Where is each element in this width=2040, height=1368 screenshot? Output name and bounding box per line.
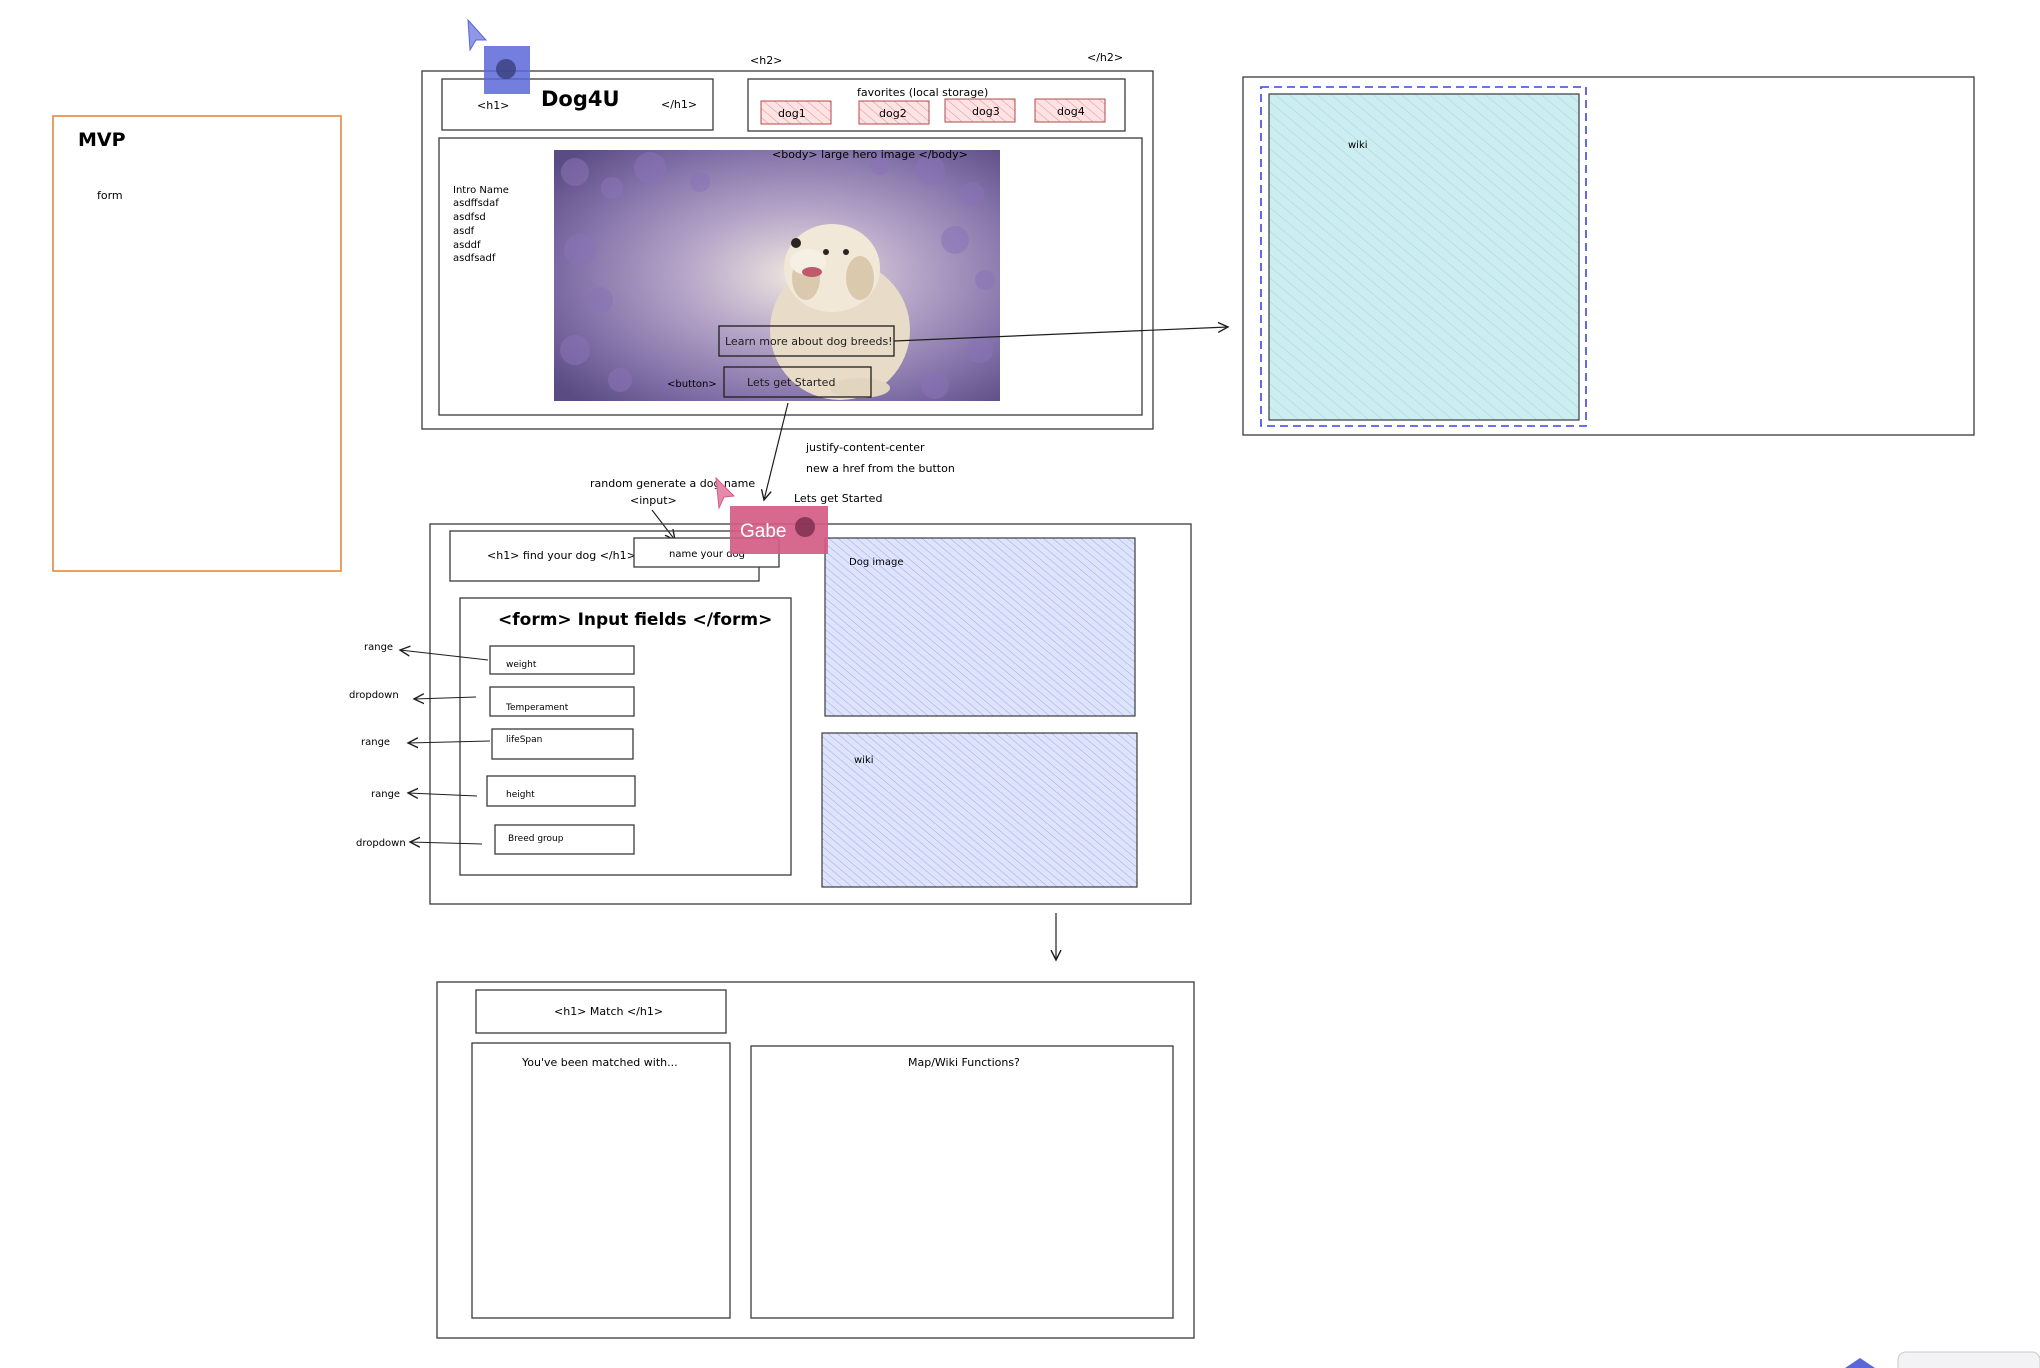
map-wiki-box xyxy=(750,1045,1174,1319)
field-breed-group[interactable]: Breed group xyxy=(494,824,635,855)
svg-text:asdfsd: asdfsd xyxy=(453,212,486,223)
field-lifespan-label: lifeSpan xyxy=(506,735,542,745)
note-random-name: random generate a dog name xyxy=(590,477,755,490)
match-title: <h1> Match </h1> xyxy=(554,1005,663,1018)
collaborator-cursor-pink: Gabe xyxy=(715,476,828,554)
annotation-range-2: range xyxy=(361,737,390,748)
svg-text:asdf: asdf xyxy=(453,226,475,237)
arrow-to-find-your-dog xyxy=(764,402,789,500)
corner-widget[interactable] xyxy=(1845,1351,2040,1368)
mvp-subtitle: form xyxy=(97,189,123,202)
h2-close-tag: </h2> xyxy=(1087,51,1123,64)
field-temperament[interactable]: Temperament xyxy=(489,686,635,717)
wireframe-match[interactable]: <h1> Match </h1> You've been matched wit… xyxy=(436,981,1195,1339)
wiki-box-label: wiki xyxy=(854,755,874,766)
mvp-card[interactable]: MVP form xyxy=(52,115,342,572)
field-lifespan[interactable]: lifeSpan xyxy=(491,728,634,760)
favorite-dog3-label: dog3 xyxy=(972,105,1000,118)
wireframe-find-your-dog[interactable]: <h1> find your dog </h1> name your dog <… xyxy=(349,523,1192,905)
mvp-title: MVP xyxy=(78,129,126,151)
button-tag: <button> xyxy=(667,379,717,390)
brand-title: Dog4U xyxy=(541,87,620,111)
h1-close-tag: </h1> xyxy=(661,98,697,111)
annotation-dropdown-1: dropdown xyxy=(349,690,399,701)
wiki-placeholder[interactable]: wiki xyxy=(821,732,1138,888)
hero-label: <body> large hero image </body> xyxy=(772,148,968,161)
favorite-dog1-label: dog1 xyxy=(778,107,806,120)
favorite-dog4-label: dog4 xyxy=(1057,105,1085,118)
favorite-dog4[interactable]: dog4 xyxy=(1034,98,1106,123)
favorite-dog3[interactable]: dog3 xyxy=(944,98,1016,123)
note-justify: justify-content-center xyxy=(805,441,925,454)
annotation-arrow-4 xyxy=(408,793,478,796)
svg-text:Intro Name: Intro Name xyxy=(453,185,509,196)
lets-get-started-label: Lets get Started xyxy=(747,376,835,389)
h1-open-tag: <h1> xyxy=(477,99,509,112)
favorites-box xyxy=(747,78,1126,132)
svg-text:asdfsadf: asdfsadf xyxy=(453,253,496,264)
field-weight[interactable]: weight xyxy=(489,645,635,675)
favorites-label: favorites (local storage) xyxy=(857,86,988,99)
svg-text:asdffsdaf: asdffsdaf xyxy=(453,198,499,209)
note-href: new a href from the button xyxy=(806,462,955,475)
field-weight-label: weight xyxy=(506,660,537,670)
field-height-label: height xyxy=(506,790,535,800)
annotation-arrow-1 xyxy=(400,650,489,661)
favorite-dog1[interactable]: dog1 xyxy=(760,100,832,125)
field-temperament-label: Temperament xyxy=(505,703,569,713)
map-wiki-label: Map/Wiki Functions? xyxy=(908,1056,1020,1069)
favorite-dog2[interactable]: dog2 xyxy=(858,100,930,125)
intro-text: Intro Name asdffsdaf asdfsd asdf asddf a… xyxy=(453,185,509,264)
annotation-arrow-2 xyxy=(414,697,477,699)
favorite-dog2-label: dog2 xyxy=(879,107,907,120)
dog-image-label: Dog image xyxy=(849,557,904,568)
note-lets-get-started: Lets get Started xyxy=(794,492,882,505)
annotation-dropdown-2: dropdown xyxy=(356,838,406,849)
h2-open-tag: <h2> xyxy=(750,54,782,67)
arrow-to-name-input xyxy=(651,509,675,540)
field-breed-group-label: Breed group xyxy=(508,834,564,844)
matched-result-box xyxy=(471,1042,731,1319)
form-title: <form> Input fields </form> xyxy=(498,610,772,630)
wireframe-landing[interactable]: <h2> </h2> <h1> Dog4U </h1> favorites (l… xyxy=(421,51,1154,430)
annotation-arrow-3 xyxy=(408,741,491,743)
wiki-panel-label: wiki xyxy=(1348,140,1368,151)
body-area xyxy=(438,137,1143,416)
learn-more-label: Learn more about dog breeds! xyxy=(725,335,893,348)
note-input-tag: <input> xyxy=(630,494,677,507)
field-height[interactable]: height xyxy=(486,775,636,807)
arrow-to-wiki-panel xyxy=(893,327,1228,342)
selection-outline xyxy=(1260,86,1587,427)
hero-image xyxy=(554,150,1000,401)
collaborator-name: Gabe xyxy=(740,521,786,542)
find-your-dog-title: <h1> find your dog </h1> xyxy=(487,549,636,562)
lets-get-started-button[interactable]: Lets get Started xyxy=(723,366,872,398)
wiki-panel[interactable]: wiki xyxy=(1242,76,1975,436)
h1-box xyxy=(441,78,714,131)
annotation-range-1: range xyxy=(364,642,393,653)
match-title-box xyxy=(475,989,727,1034)
dog-image-placeholder[interactable]: Dog image xyxy=(824,537,1136,717)
wiki-content-box xyxy=(1268,93,1580,421)
collaborator-cursor-blue xyxy=(467,18,530,94)
matched-label: You've been matched with... xyxy=(521,1056,678,1069)
annotation-arrow-5 xyxy=(410,842,483,844)
annotation-range-3: range xyxy=(371,789,400,800)
svg-text:asddf: asddf xyxy=(453,240,481,251)
name-your-dog-placeholder: name your dog xyxy=(669,549,745,560)
form-box xyxy=(459,597,792,876)
